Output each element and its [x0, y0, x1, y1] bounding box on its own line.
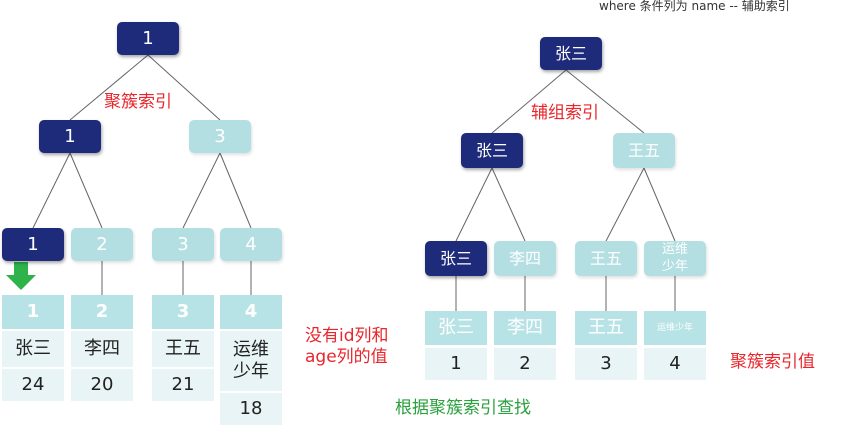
- secondary-level2-node-zhangsan: 张三: [461, 133, 523, 168]
- missing-columns-note: 没有id列和 age列的值: [305, 326, 389, 368]
- clustered-row-id: 2: [71, 295, 133, 329]
- secondary-row-id: 4: [644, 348, 706, 380]
- clustered-row-id: 1: [2, 295, 64, 329]
- secondary-leaf-node-wangwu: 王五: [575, 241, 637, 276]
- secondary-root-node: 张三: [540, 37, 602, 70]
- secondary-leaf-node-lisi: 李四: [494, 241, 556, 276]
- clustered-root-node: 1: [117, 22, 179, 55]
- down-arrow-icon: [6, 262, 36, 290]
- clustered-leaf-node-1: 1: [2, 228, 64, 261]
- clustered-level2-node-1: 1: [39, 120, 101, 153]
- clustered-row-age: 20: [71, 369, 133, 401]
- clustered-row-name: 李四: [71, 331, 133, 367]
- secondary-row-name: 王五: [575, 311, 637, 345]
- secondary-row-id: 3: [575, 348, 637, 380]
- secondary-row-name: 运维少年: [644, 311, 706, 345]
- clustered-row-age: 18: [220, 393, 282, 425]
- clustered-index-title: 聚簇索引: [104, 92, 172, 112]
- secondary-row-id: 1: [425, 348, 487, 380]
- clustered-row-age: 24: [2, 369, 64, 401]
- secondary-leaf-node-yunwei: 运维 少年: [644, 241, 706, 276]
- secondary-row-id: 2: [494, 348, 556, 380]
- lookup-by-clustered-note: 根据聚簇索引查找: [395, 398, 531, 418]
- clustered-leaf-node-4: 4: [220, 228, 282, 261]
- clustered-row-id: 3: [152, 295, 214, 329]
- clustered-row-name: 张三: [2, 331, 64, 367]
- secondary-row-name: 张三: [425, 311, 487, 345]
- clustered-leaf-node-3: 3: [152, 228, 214, 261]
- clustered-leaf-node-2: 2: [71, 228, 133, 261]
- clustered-row-name: 王五: [152, 331, 214, 367]
- secondary-row-name: 李四: [494, 311, 556, 345]
- header-note: where 条件列为 name -- 辅助索引: [599, 0, 790, 13]
- clustered-row-age: 21: [152, 369, 214, 401]
- secondary-index-title: 辅组索引: [531, 103, 599, 123]
- clustered-level2-node-3: 3: [189, 120, 251, 153]
- secondary-leaf-node-zhangsan: 张三: [425, 241, 487, 276]
- clustered-row-name: 运维 少年: [220, 331, 282, 391]
- secondary-level2-node-wangwu: 王五: [613, 133, 675, 168]
- clustered-value-note: 聚簇索引值: [730, 352, 815, 372]
- clustered-row-id: 4: [220, 295, 282, 329]
